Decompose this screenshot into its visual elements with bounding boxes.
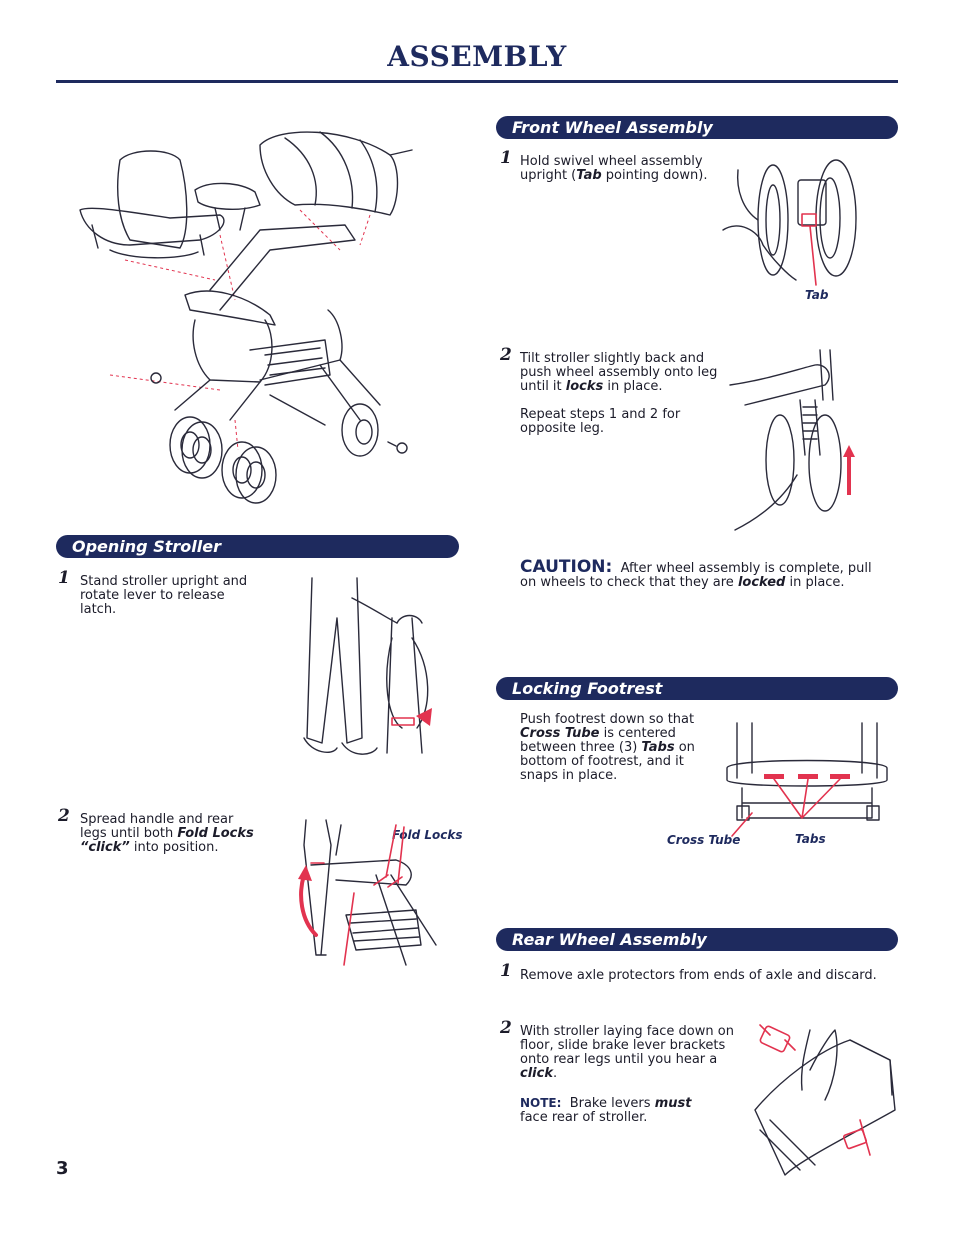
opening-step2-number: 2 <box>58 806 70 826</box>
rear-wheel-note: NOTE: Brake levers must face rear of str… <box>520 1096 692 1125</box>
swivel-wheel-illustration <box>722 159 857 286</box>
front-wheel-repeat-text: Repeat steps 1 and 2 for opposite leg. <box>520 407 681 436</box>
spread-handle-illustration <box>298 819 437 966</box>
front-wheel-step1-number: 1 <box>500 148 512 168</box>
fold-locks-label: Fold Locks <box>392 828 463 842</box>
front-wheel-heading: Front Wheel Assembly <box>496 116 898 139</box>
brake-bracket-illustration <box>754 1024 896 1176</box>
footrest-illustration <box>726 722 888 837</box>
push-wheel-illustration <box>729 349 855 531</box>
tab-label: Tab <box>805 288 829 302</box>
page-number: 3 <box>56 1158 69 1179</box>
infant-seat-drawing <box>79 150 225 259</box>
note-label: NOTE: <box>520 1096 562 1110</box>
caution-label: CAUTION: <box>520 557 613 577</box>
opening-step1-text: Stand stroller upright and rotate lever … <box>80 574 248 617</box>
rear-wheel-heading: Rear Wheel Assembly <box>496 928 898 951</box>
front-wheel-step2-text: Tilt stroller slightly back and push whe… <box>520 351 718 394</box>
locking-footrest-heading: Locking Footrest <box>496 677 898 700</box>
wheels-drawing <box>150 372 408 504</box>
opening-step1-number: 1 <box>58 568 70 588</box>
tabs-label: Tabs <box>795 832 826 846</box>
front-wheel-step2-number: 2 <box>500 345 512 365</box>
exploded-stroller-illustration <box>79 131 413 504</box>
footrest-text: Push footrest down so that Cross Tube is… <box>520 712 695 783</box>
page-title: ASSEMBLY <box>387 40 567 73</box>
parent-tray-drawing <box>194 182 261 231</box>
rear-wheel-step2-number: 2 <box>500 1018 512 1038</box>
stroller-frame-drawing <box>174 224 381 426</box>
rear-wheel-step1-text: Remove axle protectors from ends of axle… <box>520 968 877 983</box>
front-wheel-step1-text: Hold swivel wheel assembly upright (Tab … <box>520 154 708 183</box>
cross-tube-label: Cross Tube <box>667 833 741 847</box>
title-rule <box>56 80 898 83</box>
rear-wheel-step2-text: With stroller laying face down on floor,… <box>520 1024 734 1081</box>
opening-stroller-heading: Opening Stroller <box>56 535 459 558</box>
rear-wheel-step1-number: 1 <box>500 961 512 981</box>
caution-text: CAUTION: After wheel assembly is complet… <box>520 557 872 590</box>
unlatch-stroller-illustration <box>303 577 432 755</box>
canopy-drawing <box>259 131 413 216</box>
opening-step2-text: Spread handle and rear legs until both F… <box>80 812 254 855</box>
